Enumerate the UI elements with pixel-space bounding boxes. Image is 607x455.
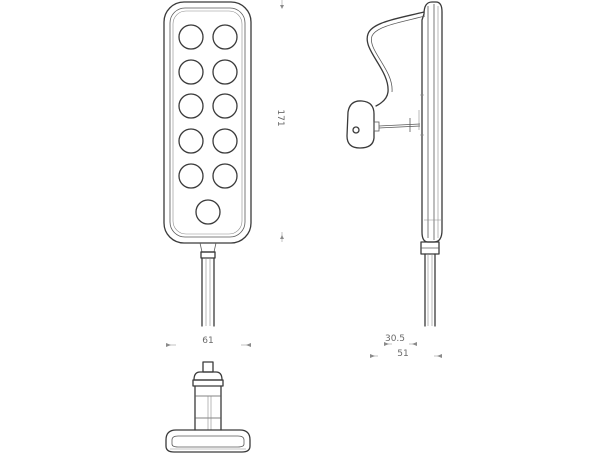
side-stem [420, 241, 440, 327]
remote-button [346, 100, 421, 149]
side-wire [366, 11, 425, 107]
depth-total-label: 51 [397, 349, 408, 359]
side-view: 30.5 51 [346, 1, 443, 359]
led [178, 24, 204, 50]
sensor-lens [195, 199, 221, 225]
height-dimension: 171 [275, 0, 285, 242]
front-stem [199, 242, 217, 327]
led [212, 59, 238, 85]
width-dimension-label: 61 [202, 336, 213, 346]
led [178, 128, 204, 154]
front-housing-inner-2 [172, 10, 243, 235]
led [178, 59, 204, 85]
led [178, 163, 204, 189]
front-housing-outer [163, 1, 252, 244]
depth-dimension-head: 30.5 [384, 334, 417, 346]
side-housing [421, 1, 443, 243]
front-view: 171 61 [163, 0, 285, 347]
led-grid [178, 24, 238, 225]
led [178, 93, 204, 119]
height-dimension-label: 171 [275, 109, 285, 126]
depth-head-label: 30.5 [385, 334, 405, 344]
width-dimension: 61 [166, 336, 251, 347]
base-plate [165, 429, 251, 453]
bottom-view [165, 361, 251, 453]
led [212, 93, 238, 119]
led [212, 24, 238, 50]
front-housing-inner [169, 7, 246, 238]
depth-dimension-total: 51 [370, 349, 442, 359]
led [212, 163, 238, 189]
led [212, 128, 238, 154]
